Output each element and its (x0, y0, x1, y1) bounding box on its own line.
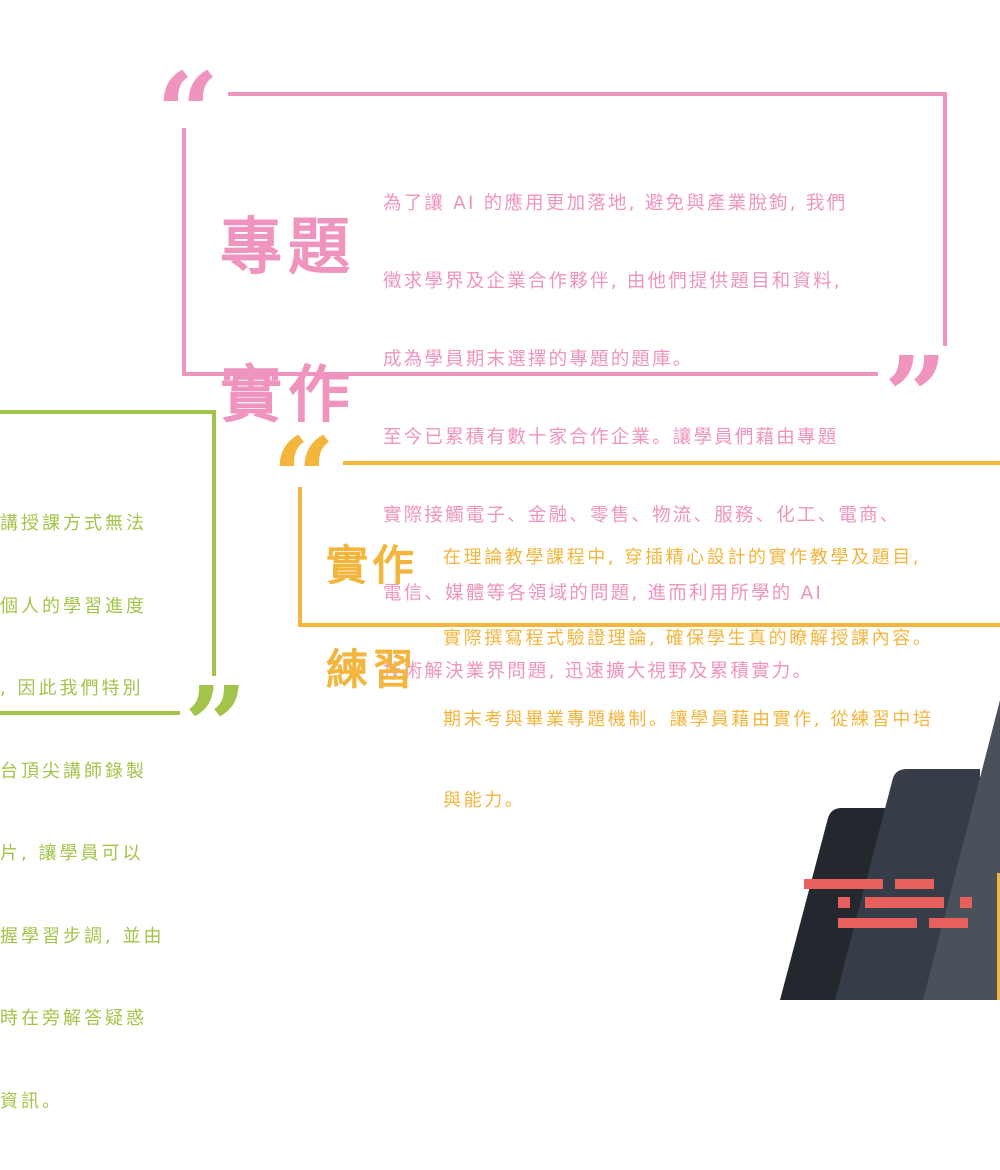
close-quote-icon: ” (184, 662, 248, 791)
frame-bottom-line (298, 623, 1000, 627)
title-line: 專題 (220, 210, 357, 283)
title-line: 實作 (220, 358, 357, 431)
text-line: 個人的學習進度 (0, 595, 147, 617)
text-line: 實際撰寫程式驗證理論, 確保學生真的瞭解授課內容。 (443, 628, 934, 649)
open-quote-icon: “ (156, 48, 220, 177)
frame-top-line (343, 461, 1000, 465)
frame-left-line (182, 128, 186, 376)
text-line: 握學習步調, 並由 (0, 925, 165, 947)
text-line: 技術解決業界問題, 迅速擴大視野及累積實力。 (383, 661, 814, 682)
text-line: 至今已累積有數十家合作企業。讓學員們藉由專題 (383, 427, 839, 448)
text-line: 實際接觸電子、金融、零售、物流、服務、化工、電商、 (383, 505, 901, 526)
open-quote-icon: “ (272, 413, 336, 542)
text-line: 電信、媒體等各領域的問題, 進而利用所學的 AI (383, 583, 824, 604)
text-line: 講授課方式無法 (0, 513, 147, 534)
title-line: 實作 (326, 541, 419, 590)
orange-description: 在理論教學課程中, 穿插精心設計的實作教學及題目, 實際撰寫程式驗證理論, 確保… (443, 490, 933, 868)
text-line: 台頂尖講師錄製 (0, 760, 147, 782)
text-line: 時在旁解答疑惑 (0, 1008, 147, 1029)
pink-title: 專題 實作 (220, 136, 356, 506)
text-line: 為了讓 AI 的應用更加落地, 避免與產業脫鉤, 我們 (383, 193, 848, 214)
text-line: 資訊。 (0, 1090, 63, 1112)
text-line: 與能力。 (443, 790, 526, 811)
frame-right-line (943, 92, 947, 346)
frame-bottom-line (182, 372, 878, 376)
text-line: 徵求學界及企業合作夥伴, 由他們提供題目和資料, (383, 271, 842, 292)
frame-right-line (212, 410, 216, 676)
orange-title: 實作 練習 (326, 488, 418, 748)
frame-top-line (228, 92, 947, 96)
pink-description: 為了讓 AI 的應用更加落地, 避免與產業脫鉤, 我們 徵求學界及企業合作夥伴,… (383, 139, 901, 737)
frame-bottom-line (0, 711, 180, 715)
text-line: , 因此我們特別 (0, 678, 144, 699)
decorative-code-illustration (780, 700, 1000, 1000)
frame-left-line (298, 487, 302, 627)
yellow-edge (997, 873, 1000, 1000)
text-line: 成為學員期末選擇的專題的題庫。 (383, 349, 694, 370)
text-line: 在理論教學課程中, 穿插精心設計的實作教學及題目, (443, 547, 922, 568)
text-line: 片, 讓學員可以 (0, 843, 144, 864)
title-line: 練習 (326, 645, 419, 694)
text-line: 期末考與畢業專題機制。讓學員藉由實作, 從練習中培 (443, 709, 934, 730)
frame-top-line (0, 410, 216, 414)
code-lines-icon (804, 879, 972, 928)
close-quote-icon: ” (884, 332, 948, 461)
